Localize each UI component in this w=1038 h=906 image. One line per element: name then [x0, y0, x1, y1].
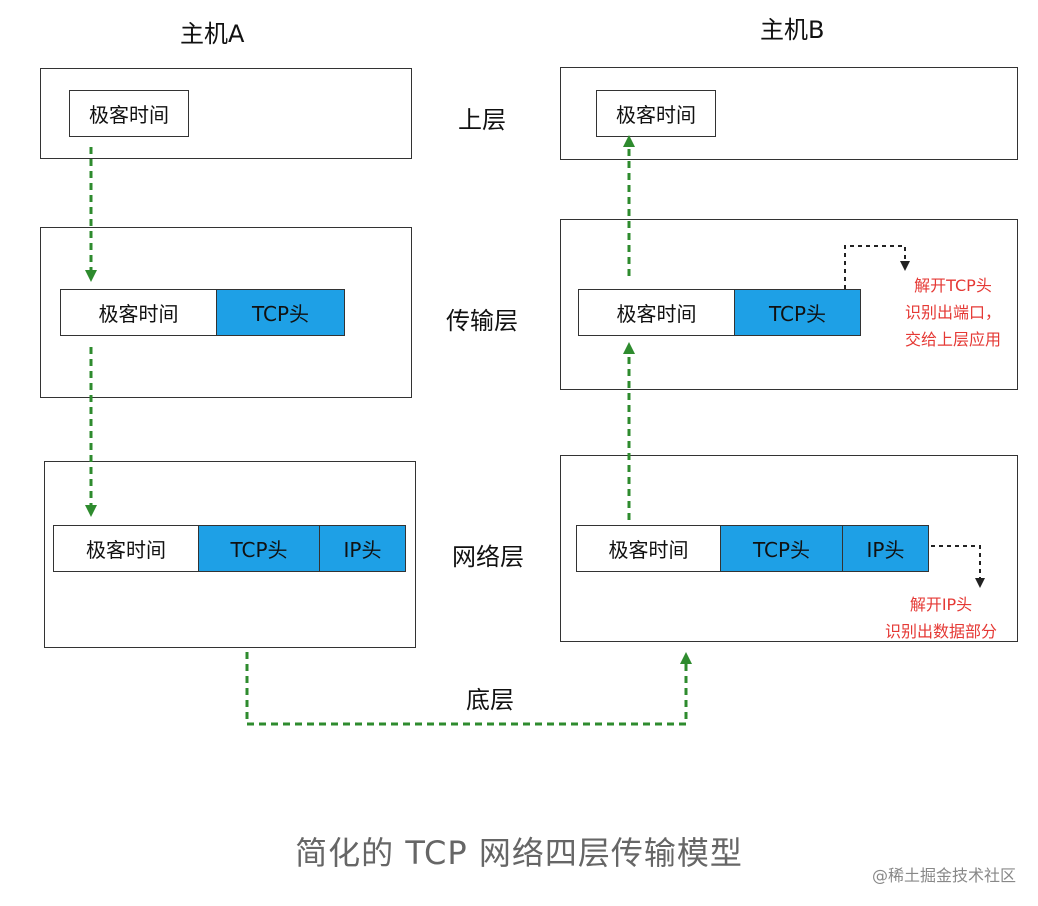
host-a-network-payload-cell: 极客时间	[53, 525, 199, 572]
layer-label-upper: 上层	[458, 106, 506, 134]
transport-note-line-2: 识别出端口，	[904, 303, 1001, 322]
diagram-caption: 简化的 TCP 网络四层传输模型	[295, 834, 743, 872]
host-a-network-ip-header-cell: IP头	[319, 525, 406, 572]
layer-label-transport: 传输层	[446, 307, 518, 335]
host-a-title: 主机A	[180, 20, 245, 48]
transport-process-note: 解开TCP头 识别出端口， 交给上层应用	[878, 272, 1028, 353]
host-b-network-ip-header-cell: IP头	[842, 525, 929, 572]
host-a-network-tcp-header-cell: TCP头	[198, 525, 320, 572]
network-note-line-1: 解开IP头	[909, 595, 973, 614]
host-b-upper-payload-cell: 极客时间	[596, 90, 716, 137]
host-b-title: 主机B	[760, 16, 825, 44]
transport-note-line-3: 交给上层应用	[904, 330, 1001, 349]
transport-note-line-1: 解开TCP头	[914, 276, 992, 295]
arrow-ip-unpack	[931, 545, 985, 588]
arrow-bottom-link	[245, 652, 692, 726]
host-a-upper-payload-cell: 极客时间	[69, 90, 189, 137]
layer-label-bottom: 底层	[466, 686, 514, 714]
arrow-tcp-unpack	[844, 245, 910, 289]
network-process-note: 解开IP头 识别出数据部分	[866, 591, 1016, 645]
host-b-network-tcp-header-cell: TCP头	[720, 525, 843, 572]
host-b-network-payload-cell: 极客时间	[576, 525, 721, 572]
watermark: @稀土掘金技术社区	[871, 866, 1016, 885]
host-b-transport-tcp-header-cell: TCP头	[734, 289, 861, 336]
host-a-transport-payload-cell: 极客时间	[60, 289, 217, 336]
layer-label-network: 网络层	[452, 543, 524, 571]
network-note-line-2: 识别出数据部分	[884, 622, 997, 641]
host-a-transport-tcp-header-cell: TCP头	[216, 289, 345, 336]
host-b-transport-payload-cell: 极客时间	[578, 289, 735, 336]
